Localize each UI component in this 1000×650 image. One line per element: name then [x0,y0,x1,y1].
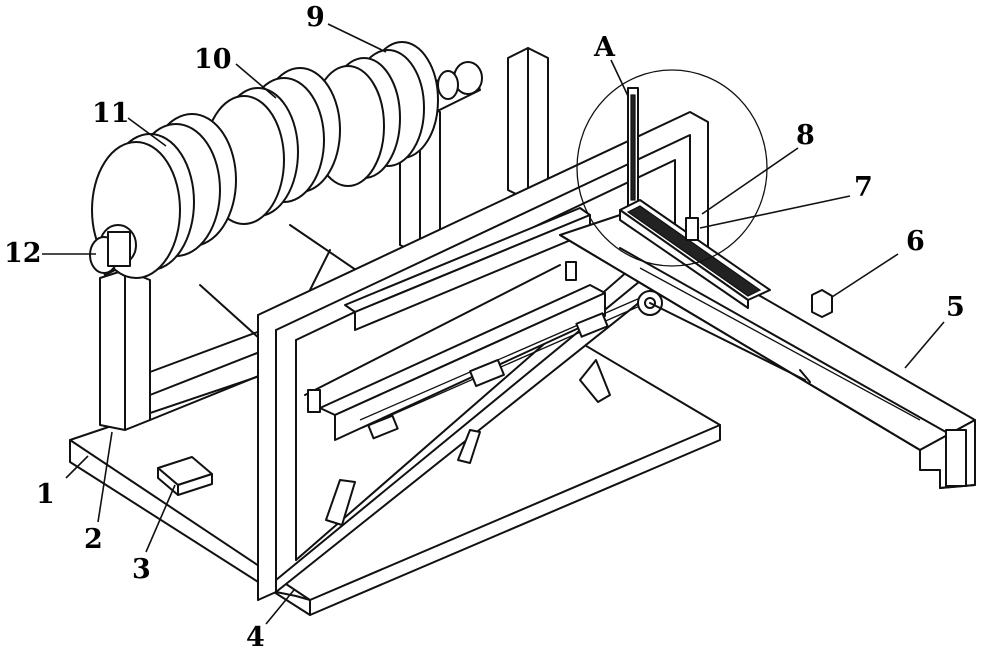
label-3: 3 [132,554,151,585]
label-7: 7 [854,172,873,203]
part-labels: 1 2 3 4 5 6 7 8 9 10 11 12 A [4,2,965,650]
label-8: 8 [796,120,815,151]
label-a: A [593,32,616,63]
limit-post-7 [685,217,699,241]
label-6: 6 [906,226,925,257]
detail-circle-a [576,69,768,267]
rack-plate [619,199,771,309]
roller-disc-11 [91,113,237,279]
label-10: 10 [194,44,232,75]
side-guide-rail [559,214,976,489]
roller-assembly [89,41,483,279]
label-9: 9 [306,2,325,33]
label-5: 5 [946,292,965,323]
leader-lines [42,23,945,625]
label-12: 12 [4,238,42,269]
label-4: 4 [246,622,265,650]
rail-pulley [637,290,806,381]
vertical-scale-rod [627,87,639,209]
shaft-hub-12 [89,224,137,274]
label-1: 1 [36,479,55,510]
control-box [157,456,213,496]
inner-rails [304,207,643,441]
label-11: 11 [92,98,130,129]
label-2: 2 [84,524,103,555]
limit-post-6 [811,289,833,318]
under-legs [325,359,611,526]
